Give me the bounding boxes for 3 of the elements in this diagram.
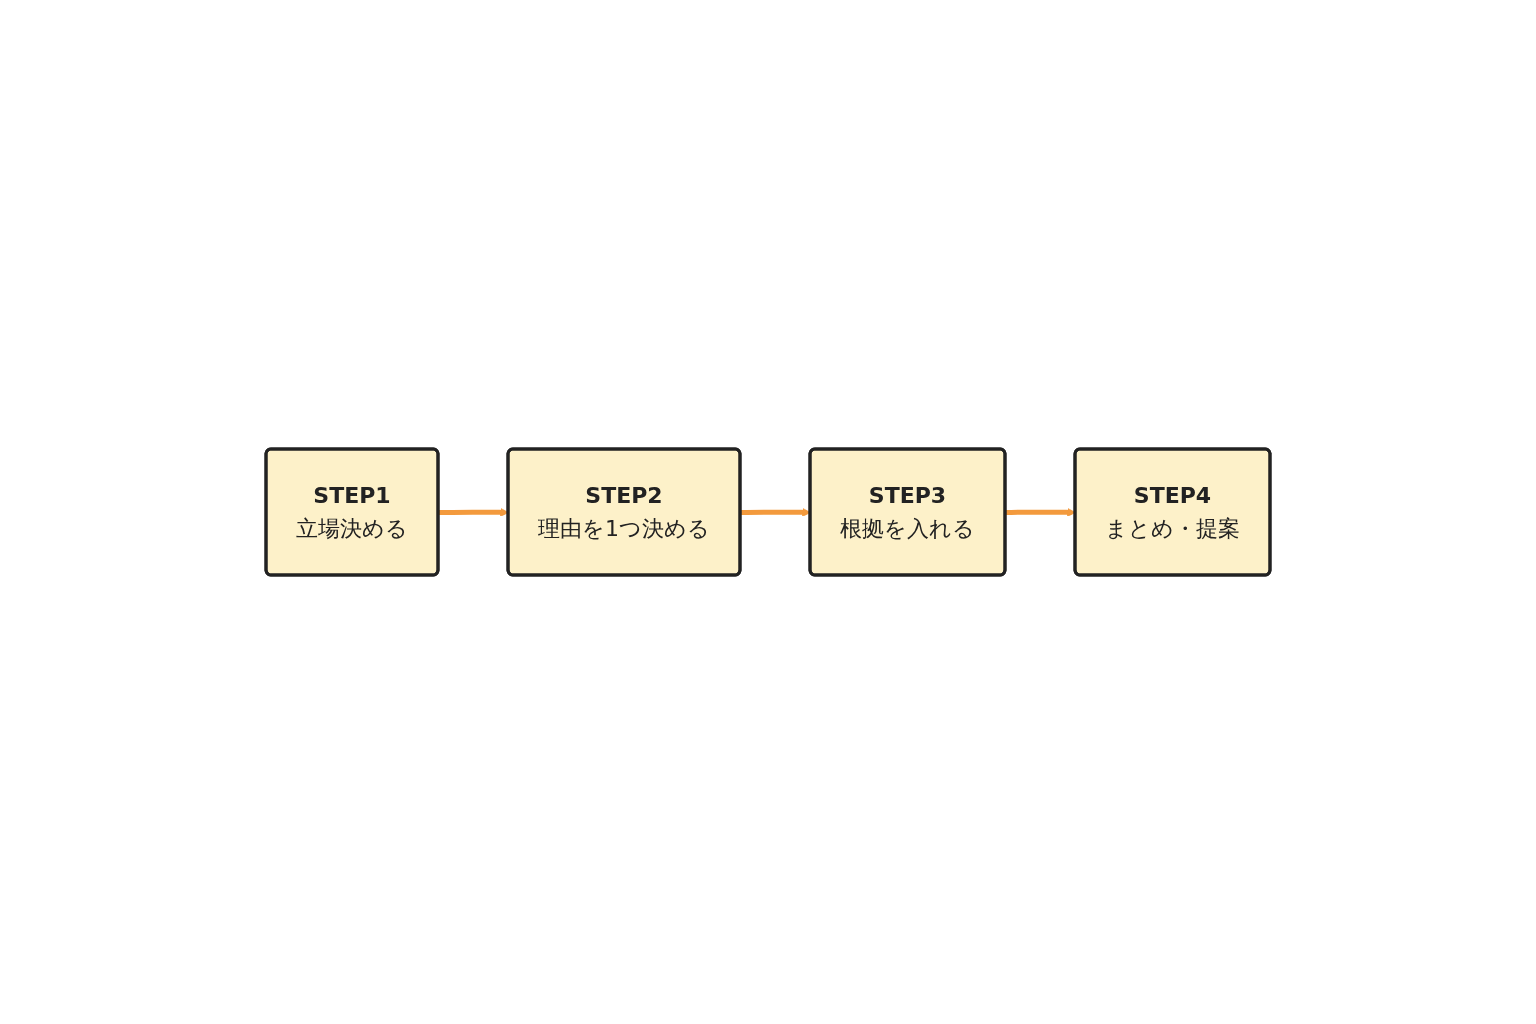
arrow <box>1005 508 1076 517</box>
arrow <box>740 508 811 517</box>
arrow <box>438 508 509 517</box>
